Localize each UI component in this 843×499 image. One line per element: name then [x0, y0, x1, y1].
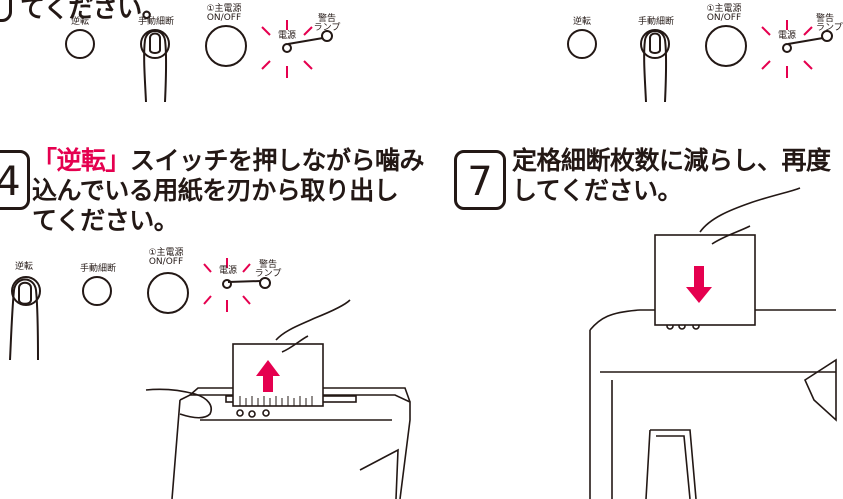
- step-4-line-1: 「逆転」スイッチを押しながら噛み: [32, 146, 425, 176]
- shredder-step7: [589, 309, 837, 499]
- step-7-number: 7: [454, 150, 506, 210]
- main-power-button: [205, 25, 247, 67]
- reverse-label: 逆転: [70, 17, 90, 27]
- step-number-box-partial: [0, 0, 12, 22]
- manual-shred-button-step4: [82, 276, 112, 306]
- warning-label-2: ランプ: [313, 23, 341, 33]
- main-power-label-step4-1: ①主電源: [148, 248, 184, 258]
- hand-inserting-paper: [699, 187, 801, 245]
- warning-label-step4-1: 警告: [258, 260, 278, 270]
- warning-label-right-1: 警告: [816, 14, 835, 24]
- reverse-button: [65, 29, 95, 59]
- down-arrow-icon: [686, 266, 712, 303]
- finger-top-left: [143, 30, 168, 103]
- reverse-button-step4: [11, 276, 41, 306]
- warning-label-step4-2: ランプ: [254, 269, 282, 279]
- power-lamp-flash-icon-step4: [203, 258, 251, 312]
- reverse-label-right: 逆転: [572, 17, 592, 27]
- main-power-label-step4-2: ON/OFF: [148, 257, 184, 267]
- step-7-line-1: 定格細断枚数に減らし、再度: [512, 146, 831, 175]
- power-lamp-label-right: 電源: [777, 31, 797, 41]
- up-arrow-icon: [256, 360, 280, 392]
- hand-holding-shredder: [145, 388, 212, 419]
- manual-shred-label-step4: 手動細断: [79, 264, 117, 274]
- finger-top-right: [643, 30, 668, 103]
- step-4-line-3: てください。: [32, 206, 179, 235]
- power-lamp-right: [782, 43, 792, 53]
- main-power-label-right-2: ON/OFF: [706, 13, 742, 23]
- finger-step4: [9, 278, 39, 361]
- power-lamp: [282, 43, 292, 53]
- main-power-label-right-1: ①主電源: [706, 4, 742, 14]
- reverse-button-right: [567, 29, 597, 59]
- main-power-label-2: ON/OFF: [206, 13, 242, 23]
- manual-shred-label-right: 手動細断: [637, 17, 675, 27]
- power-lamp-step4: [222, 279, 232, 289]
- warning-lamp: [321, 30, 333, 42]
- step-4-number: 4: [0, 150, 30, 210]
- warning-lamp-right: [821, 30, 833, 42]
- reverse-switch-highlight: 「逆転」: [32, 146, 131, 175]
- reverse-label-step4: 逆転: [14, 262, 34, 272]
- warning-label-1: 警告: [317, 14, 337, 24]
- paper-step7: [654, 234, 756, 326]
- step-7-line-2: してください。: [512, 176, 683, 205]
- warning-lamp-step4: [259, 277, 271, 289]
- power-lamp-label-step4: 電源: [218, 266, 238, 276]
- paper-step4: [232, 343, 324, 407]
- step-4-line-2: 込んでいる用紙を刃から取り出し: [32, 176, 399, 205]
- power-lamp-flash-icon: [261, 20, 313, 78]
- top-left-heading-tail: てください。: [20, 0, 167, 23]
- warning-label-right-2: ランプ: [816, 23, 843, 33]
- main-power-label-1: ①主電源: [206, 4, 242, 14]
- power-lamp-label: 電源: [277, 31, 297, 41]
- main-power-button-right: [705, 25, 747, 67]
- manual-shred-label: 手動細断: [137, 17, 175, 27]
- main-power-button-step4: [147, 272, 189, 314]
- power-lamp-flash-icon-right: [761, 20, 813, 78]
- step-4-line-1-rest: スイッチを押しながら噛み: [130, 146, 425, 175]
- hand-pulling-paper: [275, 299, 351, 353]
